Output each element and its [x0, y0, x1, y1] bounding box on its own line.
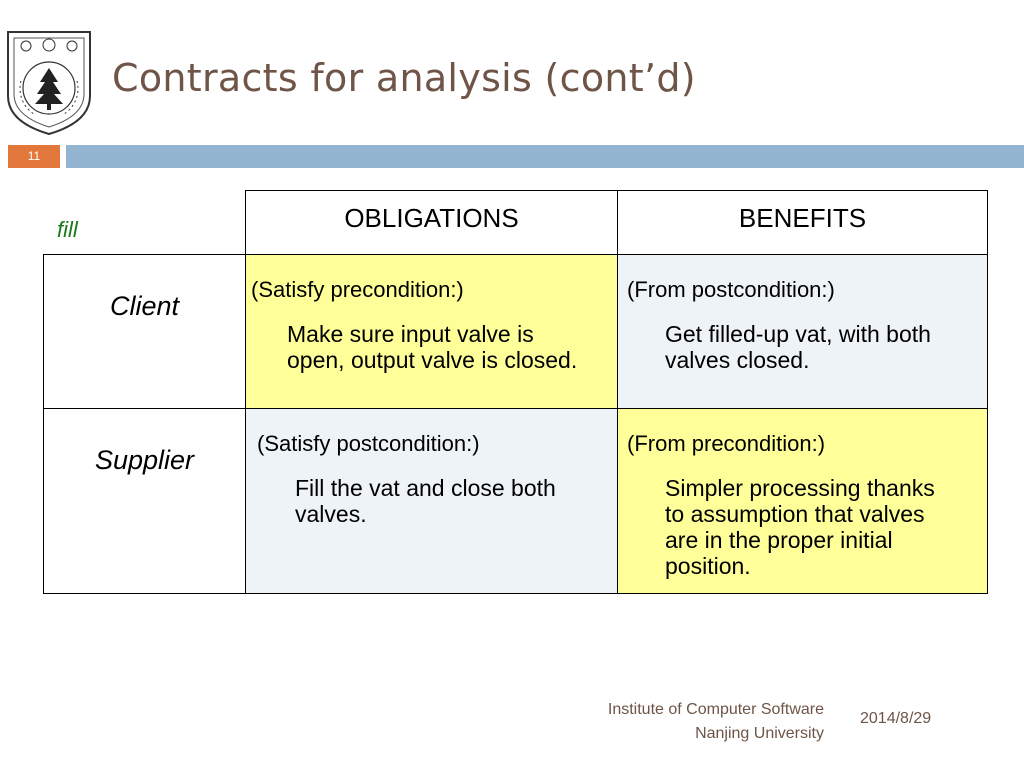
row-label-supplier: Supplier [43, 408, 246, 594]
fill-note: fill [57, 217, 78, 242]
footer-date: 2014/8/29 [860, 710, 932, 727]
client-obligation-text: Make sure input valve is open, output va… [287, 321, 578, 373]
footer-institute-line2: Nanjing University [695, 725, 824, 742]
client-benefit-condition: (From postcondition:) [627, 277, 835, 302]
client-obligation-condition: (Satisfy precondition:) [251, 277, 464, 302]
slide-number: 11 [8, 145, 60, 168]
university-logo [4, 26, 94, 138]
client-benefit-cell: (From postcondition:) Get filled-up vat,… [617, 254, 988, 409]
slide-title: Contracts for analysis (cont’d) [112, 56, 696, 100]
supplier-obligation-text: Fill the vat and close both valves. [295, 475, 556, 527]
header-bar [66, 145, 1024, 168]
supplier-benefit-cell: (From precondition:) Simpler processing … [617, 408, 988, 594]
header-obligations: OBLIGATIONS [245, 190, 618, 255]
supplier-obligation-condition: (Satisfy postcondition:) [257, 431, 480, 456]
client-obligation-cell: (Satisfy precondition:) Make sure input … [245, 254, 618, 409]
footer-institute: Institute of Computer Software Nanjing U… [608, 698, 824, 746]
supplier-obligation-cell: (Satisfy postcondition:) Fill the vat an… [245, 408, 618, 594]
row-label-client: Client [43, 254, 246, 409]
supplier-benefit-condition: (From precondition:) [627, 431, 826, 456]
footer-institute-line1: Institute of Computer Software [607, 701, 824, 718]
supplier-benefit-text: Simpler processing thanks to assumption … [665, 475, 935, 579]
client-benefit-text: Get filled-up vat, with both valves clos… [665, 321, 931, 373]
header-benefits: BENEFITS [617, 190, 988, 255]
